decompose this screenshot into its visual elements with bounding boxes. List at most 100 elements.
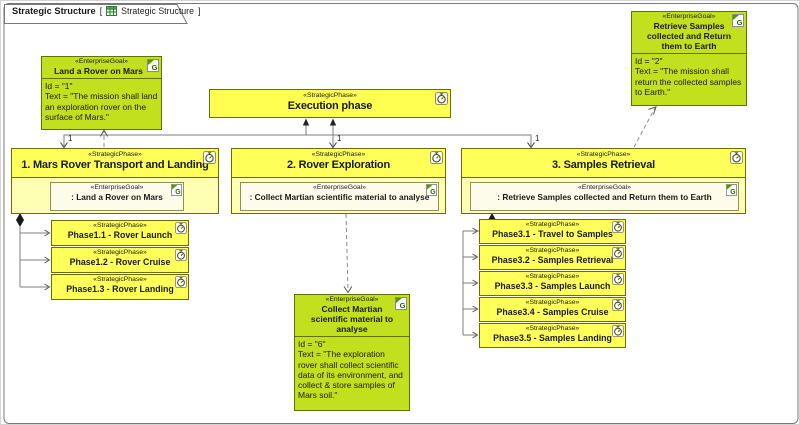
subphase-3-4[interactable]: «StrategicPhase» Phase3.4 - Samples Crui… xyxy=(479,297,626,322)
svg-text:G: G xyxy=(175,189,180,196)
multiplicity-label[interactable]: 1 xyxy=(337,134,342,143)
subphase-3-5[interactable]: «StrategicPhase» Phase3.5 - Samples Land… xyxy=(479,323,626,348)
arrowhead-sub3-2 xyxy=(472,253,479,261)
goal-name: Land a Rover on Mars xyxy=(54,66,143,77)
arrowhead-sub1-3 xyxy=(44,283,51,291)
nested-goal-land[interactable]: «EnterpriseGoal» : Land a Rover on Mars … xyxy=(50,182,184,211)
stereotype-label: «StrategicPhase» xyxy=(88,151,142,158)
goal-icon: G xyxy=(147,59,159,72)
stereotype-label: «StrategicPhase» xyxy=(93,249,147,256)
phase-2-rover-exploration[interactable]: «StrategicPhase» 2. Rover Exploration «E… xyxy=(231,148,446,214)
stereotype-label: «EnterpriseGoal» xyxy=(90,184,144,191)
phase-3-header: «StrategicPhase» 3. Samples Retrieval xyxy=(462,149,745,178)
goal-land-a-rover[interactable]: «EnterpriseGoal» Land a Rover on Mars G … xyxy=(41,56,162,130)
subphase-3-2[interactable]: «StrategicPhase» Phase3.2 - Samples Retr… xyxy=(479,245,626,270)
diagram-title: Strategic Structure xyxy=(12,6,96,16)
goal-icon: G xyxy=(395,297,407,310)
tab-close-bracket: ] xyxy=(198,6,201,16)
stereotype-label: «StrategicPhase» xyxy=(525,325,580,332)
arrowhead-sub1-2 xyxy=(44,256,51,264)
stopwatch-icon xyxy=(612,273,624,285)
arrowhead-exec-left xyxy=(302,118,310,126)
goal-name: Collect Martian scientific material to a… xyxy=(310,304,394,335)
stopwatch-icon xyxy=(430,151,443,164)
subphase-name: Phase1.1 - Rover Launch xyxy=(67,230,173,241)
tab-open-bracket: [ xyxy=(99,6,103,16)
stereotype-label: «EnterpriseGoal» xyxy=(313,184,366,191)
arrowhead-sub3-1 xyxy=(472,227,479,235)
goal-body: Id = "1" Text = "The mission shall land … xyxy=(42,79,161,129)
goal-icon: G xyxy=(726,184,737,196)
nested-goal-retrieve[interactable]: «EnterpriseGoal» : Retrieve Samples coll… xyxy=(470,182,739,211)
arrowhead-phase2 xyxy=(329,142,337,149)
goal-land-header: «EnterpriseGoal» Land a Rover on Mars G xyxy=(42,57,161,80)
multiplicity-label[interactable]: 1 xyxy=(68,134,73,143)
diagram-tab[interactable]: Strategic Structure [ Strategic Structur… xyxy=(12,6,200,16)
goal-text: Text = "The exploration rover shall coll… xyxy=(298,349,403,401)
phase-name: 3. Samples Retrieval xyxy=(551,159,655,172)
stereotype-label: «StrategicPhase» xyxy=(576,151,631,158)
goal-icon: G xyxy=(732,14,744,27)
phase-name: Execution phase xyxy=(287,100,373,113)
stopwatch-icon xyxy=(612,247,624,259)
diagram-frame-tab[interactable] xyxy=(4,4,188,24)
phase-1-header: «StrategicPhase» 1. Mars Rover Transport… xyxy=(12,149,218,178)
svg-text:G: G xyxy=(730,189,735,196)
goal-collect-martian[interactable]: «EnterpriseGoal» Collect Martian scienti… xyxy=(294,294,410,411)
stereotype-label: «StrategicPhase» xyxy=(525,299,580,306)
phase-1-mars-rover-transport[interactable]: «StrategicPhase» 1. Mars Rover Transport… xyxy=(11,148,219,214)
arrowhead-sub3-4 xyxy=(472,305,479,313)
svg-text:G: G xyxy=(400,301,406,310)
goal-name: Retrieve Samples collected and Return th… xyxy=(646,21,732,52)
goal-id: Id = "1" xyxy=(45,81,73,92)
subphase-name: Phase1.3 - Rover Landing xyxy=(66,284,174,295)
arrowhead-sub3-5 xyxy=(472,331,479,339)
svg-text:G: G xyxy=(430,189,435,196)
subphase-name: Phase3.1 - Travel to Samples xyxy=(492,229,613,240)
stopwatch-icon xyxy=(175,276,187,288)
stereotype-label: «EnterpriseGoal» xyxy=(662,13,716,20)
phase-3-samples-retrieval[interactable]: «StrategicPhase» 3. Samples Retrieval «E… xyxy=(461,148,746,214)
goal-body: Id = "6" Text = "The exploration rover s… xyxy=(295,337,409,410)
goal-text: Text = "The mission shall return the col… xyxy=(635,66,742,97)
svg-text:G: G xyxy=(152,63,158,72)
arrowhead-sub3-3 xyxy=(472,279,479,287)
goal-id: Id = "2" xyxy=(635,56,663,67)
nested-goal-collect[interactable]: «EnterpriseGoal» : Collect Martian scien… xyxy=(240,182,439,211)
tree-branches-phase1[interactable] xyxy=(20,232,48,288)
subphase-3-1[interactable]: «StrategicPhase» Phase3.1 - Travel to Sa… xyxy=(479,219,626,244)
stereotype-label: «StrategicPhase» xyxy=(525,273,580,280)
goal-icon: G xyxy=(171,184,182,196)
subphase-name: Phase3.4 - Samples Cruise xyxy=(496,307,609,318)
stopwatch-icon xyxy=(612,221,624,233)
goal-collect-header: «EnterpriseGoal» Collect Martian scienti… xyxy=(295,295,409,338)
subphase-1-2[interactable]: «StrategicPhase» Phase1.2 - Rover Cruise xyxy=(51,247,189,273)
dependency-phase2-goal6[interactable] xyxy=(345,213,349,292)
goal-retrieve-samples[interactable]: «EnterpriseGoal» Retrieve Samples collec… xyxy=(631,11,747,106)
subphase-1-1[interactable]: «StrategicPhase» Phase1.1 - Rover Launch xyxy=(51,220,189,246)
arrowhead-goal6 xyxy=(343,286,353,294)
subphase-3-3[interactable]: «StrategicPhase» Phase3.3 - Samples Laun… xyxy=(479,271,626,296)
stopwatch-icon xyxy=(175,249,187,261)
stereotype-label: «StrategicPhase» xyxy=(93,222,147,229)
dependency-phase3-goal2[interactable] xyxy=(633,107,656,148)
stopwatch-icon xyxy=(175,222,187,234)
arrowhead-goal1 xyxy=(100,128,108,137)
diagram-table-icon xyxy=(106,6,118,16)
tree-branches-phase3[interactable] xyxy=(463,230,476,336)
goal-id: Id = "6" xyxy=(298,339,326,350)
subphase-name: Phase3.2 - Samples Retrieval xyxy=(491,255,614,266)
stereotype-label: «EnterpriseGoal» xyxy=(578,184,631,191)
arrowhead-goal2 xyxy=(648,105,657,115)
multiplicity-label[interactable]: 1 xyxy=(535,134,540,143)
nested-goal-name: : Collect Martian scientific material to… xyxy=(249,192,430,203)
subphase-1-3[interactable]: «StrategicPhase» Phase1.3 - Rover Landin… xyxy=(51,274,189,300)
stereotype-label: «EnterpriseGoal» xyxy=(75,58,128,65)
association-bus[interactable] xyxy=(63,134,532,146)
phase-execution[interactable]: «StrategicPhase» Execution phase xyxy=(209,89,451,118)
stopwatch-icon xyxy=(203,151,216,164)
stereotype-label: «StrategicPhase» xyxy=(311,151,366,158)
subphase-name: Phase3.3 - Samples Launch xyxy=(494,281,611,292)
stopwatch-icon xyxy=(730,151,743,164)
goal-text: Text = "The mission shall land an explor… xyxy=(45,91,158,122)
